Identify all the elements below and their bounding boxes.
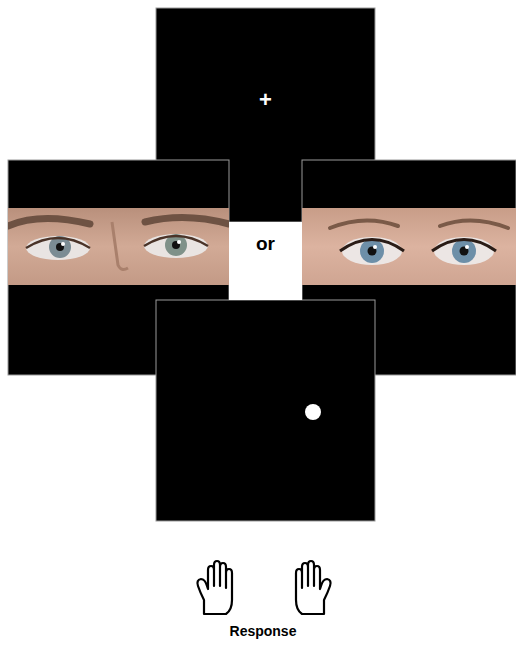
- left-hand-icon: [197, 561, 232, 614]
- fixation-screen-box: +: [156, 8, 375, 160]
- right-hand-icon: [296, 561, 331, 614]
- or-box: or: [229, 222, 302, 300]
- target-screen: [156, 300, 375, 521]
- response-label: Response: [230, 623, 297, 639]
- node-text: +: [156, 88, 375, 112]
- node-text: or: [229, 234, 302, 255]
